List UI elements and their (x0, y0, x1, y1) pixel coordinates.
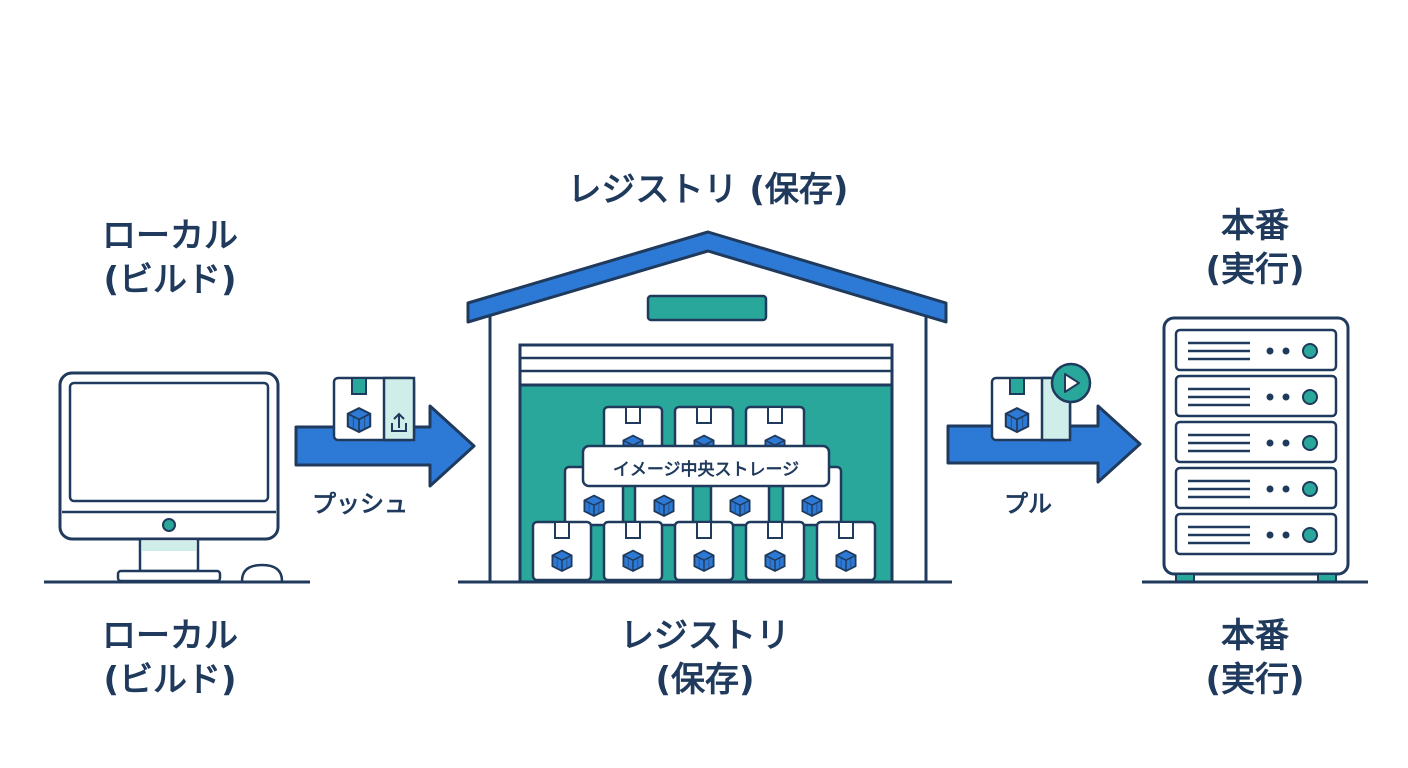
registry-bottom-label-line2: (保存) (655, 660, 755, 700)
production-top-label-line2: (実行) (1205, 250, 1305, 290)
registry-bottom-label-line1: レジストリ (620, 616, 790, 656)
local-top-label-line1: ローカル (102, 216, 238, 256)
local-top-label-line2: (ビルド) (103, 260, 237, 300)
production-bottom-label-line2: (実行) (1205, 660, 1305, 700)
production-bottom-label: 本番 (実行) (1170, 614, 1340, 702)
local-bottom-label-line1: ローカル (102, 616, 238, 656)
package-play-icon (990, 362, 1092, 442)
package-upload-icon (332, 376, 416, 442)
local-bottom-label-line2: (ビルド) (103, 660, 237, 700)
registry-bottom-label: レジストリ (保存) (580, 614, 830, 702)
local-bottom-label: ローカル (ビルド) (70, 614, 270, 702)
storage-banner-label: イメージ中央ストレージ (612, 460, 800, 480)
desktop-computer-icon (44, 371, 310, 584)
production-top-label: 本番 (実行) (1170, 204, 1340, 292)
registry-top-label: レジストリ (保存) (567, 170, 849, 210)
storage-banner (581, 444, 831, 488)
push-label: プッシュ (312, 490, 408, 518)
push-arrow (294, 404, 476, 488)
production-bottom-label-line1: 本番 (1221, 616, 1289, 656)
local-top-label: ローカル (ビルド) (70, 214, 270, 302)
production-top-label-line1: 本番 (1221, 206, 1289, 246)
server-rack-icon (1142, 316, 1368, 584)
pull-label: プル (1004, 490, 1052, 518)
pull-arrow (946, 404, 1142, 484)
warehouse-icon (458, 230, 952, 584)
